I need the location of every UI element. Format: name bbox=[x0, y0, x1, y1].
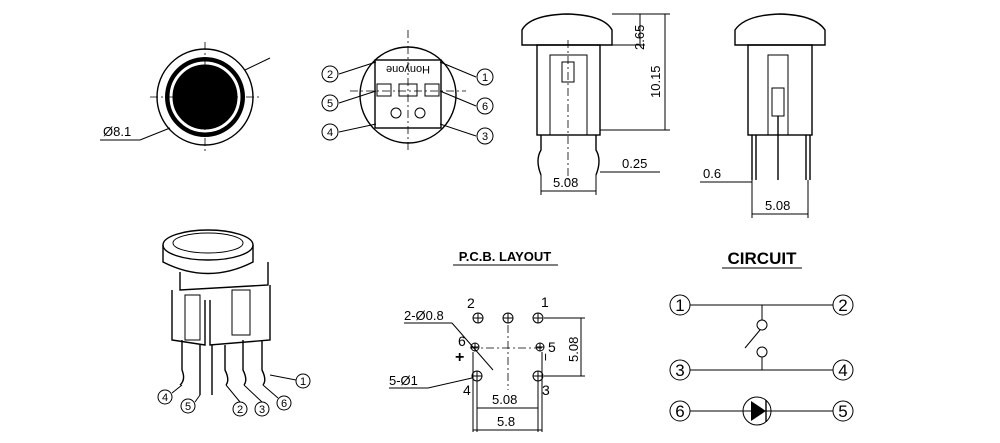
svg-text:4: 4 bbox=[162, 392, 168, 404]
circuit-node-4: 4 bbox=[832, 359, 854, 381]
top-view: Ø8.1 bbox=[100, 42, 271, 152]
circuit-node-2: 2 bbox=[832, 294, 854, 316]
svg-text:4: 4 bbox=[838, 361, 847, 380]
svg-text:1: 1 bbox=[482, 72, 488, 84]
pcb-pin-4: 4 bbox=[463, 382, 471, 398]
iso-pin-5: 5 bbox=[180, 398, 196, 414]
dim-pitch: 5.08 bbox=[553, 175, 578, 190]
led-symbol bbox=[742, 396, 772, 426]
svg-text:6: 6 bbox=[675, 402, 684, 421]
svg-text:3: 3 bbox=[675, 361, 684, 380]
diameter-label: Ø8.1 bbox=[103, 124, 131, 139]
iso-pin-2: 2 bbox=[232, 401, 248, 417]
svg-text:3: 3 bbox=[259, 404, 265, 416]
dim-lead-width: 0.6 bbox=[703, 166, 721, 181]
circuit-node-3: 3 bbox=[669, 359, 691, 381]
pcb-plus: + bbox=[455, 349, 464, 366]
dim-total-height: 10.15 bbox=[648, 65, 663, 98]
circuit-node-1: 1 bbox=[669, 294, 691, 316]
pin-callout-4: 4 bbox=[321, 123, 339, 141]
brand-text: Honyone bbox=[386, 63, 430, 75]
pin-callout-1: 1 bbox=[476, 68, 494, 86]
iso-pin-4: 4 bbox=[157, 389, 173, 405]
pcb-dim-vertical: 5.08 bbox=[566, 337, 581, 362]
iso-pin-6: 6 bbox=[276, 395, 292, 411]
svg-text:1: 1 bbox=[300, 376, 306, 388]
hole-small-label: 2-Ø0.8 bbox=[404, 308, 444, 323]
svg-text:1: 1 bbox=[675, 296, 684, 315]
svg-text:2: 2 bbox=[327, 69, 333, 81]
dim-pitch-side: 5.08 bbox=[765, 198, 790, 213]
svg-text:5: 5 bbox=[327, 98, 333, 110]
iso-pin-3: 3 bbox=[254, 401, 270, 417]
svg-text:2: 2 bbox=[838, 296, 847, 315]
svg-text:6: 6 bbox=[281, 398, 287, 410]
pcb-layout-title: P.C.B. LAYOUT bbox=[459, 249, 552, 264]
pin-callout-3: 3 bbox=[476, 127, 494, 145]
svg-text:5: 5 bbox=[838, 402, 847, 421]
svg-text:2: 2 bbox=[237, 404, 243, 416]
svg-text:4: 4 bbox=[327, 127, 333, 139]
circuit-node-6: 6 bbox=[669, 400, 691, 422]
pcb-layout: P.C.B. LAYOUT 2 1 6 5 4 3 + − 2-Ø0.8 5-Ø… bbox=[389, 249, 585, 432]
circuit-title: CIRCUIT bbox=[728, 249, 798, 268]
bottom-view: Honyone 2 1 5 6 4 3 bbox=[321, 30, 494, 150]
circuit-node-5: 5 bbox=[832, 400, 854, 422]
pin-callout-2: 2 bbox=[321, 65, 339, 83]
dim-cap-height: 2.65 bbox=[632, 25, 647, 50]
circuit-diagram: CIRCUIT 1 2 3 4 6 5 bbox=[669, 249, 854, 426]
pcb-minus: − bbox=[538, 353, 554, 361]
pcb-pin-2: 2 bbox=[467, 295, 475, 311]
pcb-pin-3: 3 bbox=[542, 382, 550, 398]
svg-text:3: 3 bbox=[482, 131, 488, 143]
svg-text:5: 5 bbox=[185, 401, 191, 413]
pcb-pin-1: 1 bbox=[541, 294, 549, 310]
iso-pin-1: 1 bbox=[295, 373, 311, 389]
side-view: 0.6 5.08 bbox=[700, 13, 826, 218]
dim-lead-thickness: 0.25 bbox=[622, 156, 647, 171]
isometric-view: 4 5 2 3 6 1 bbox=[157, 229, 311, 417]
front-side-view: 2.65 10.15 5.08 0.25 bbox=[521, 13, 670, 195]
pcb-pin-5: 5 bbox=[548, 339, 556, 355]
pcb-dim-outer: 5.8 bbox=[497, 414, 515, 429]
pcb-pin-6: 6 bbox=[458, 333, 466, 349]
svg-text:6: 6 bbox=[482, 101, 488, 113]
pin-callout-5: 5 bbox=[321, 94, 339, 112]
hole-large-label: 5-Ø1 bbox=[389, 373, 418, 388]
pin-callout-6: 6 bbox=[476, 97, 494, 115]
pcb-dim-inner: 5.08 bbox=[492, 392, 517, 407]
